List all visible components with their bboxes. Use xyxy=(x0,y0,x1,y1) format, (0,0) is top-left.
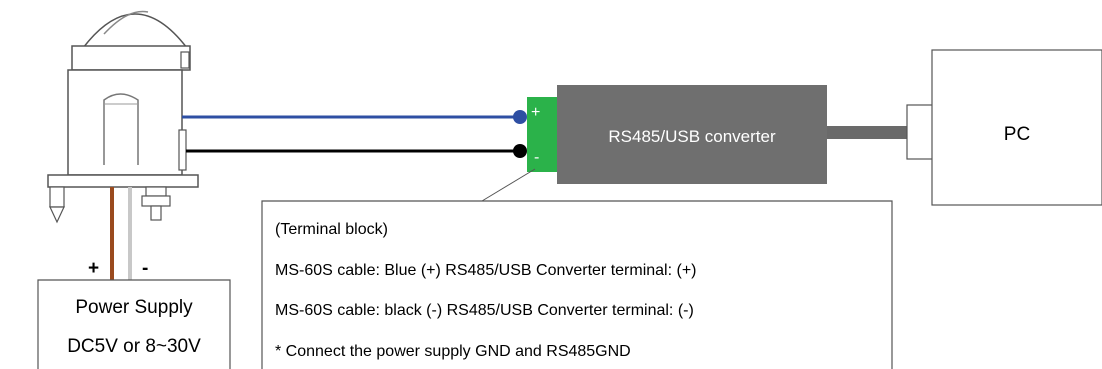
callout-line xyxy=(481,168,536,202)
sensor-device xyxy=(47,10,199,224)
blue-wire-terminal xyxy=(513,110,527,124)
power-plus-label: + xyxy=(88,258,99,279)
terminal-block xyxy=(527,97,557,172)
usb-cable xyxy=(827,126,909,139)
notes-line-1: MS-60S cable: Blue (+) RS485/USB Convert… xyxy=(275,262,697,279)
power-supply-box xyxy=(37,279,231,369)
notes-title: (Terminal block) xyxy=(275,221,388,238)
pc-box xyxy=(931,49,1102,206)
power-minus-label: - xyxy=(142,258,148,279)
power-supply-title: Power Supply xyxy=(75,297,193,318)
pc-label: PC xyxy=(1004,124,1030,145)
black-wire-terminal xyxy=(513,144,527,158)
converter-label: RS485/USB converter xyxy=(608,127,776,146)
notes-box: (Terminal block) MS-60S cable: Blue (+) … xyxy=(261,200,893,369)
power-supply-voltage: DC5V or 8~30V xyxy=(67,336,201,357)
terminal-minus-label: - xyxy=(534,149,539,166)
notes-line-2: MS-60S cable: black (-) RS485/USB Conver… xyxy=(275,302,694,319)
terminal-plus-label: + xyxy=(531,104,540,121)
notes-line-3: * Connect the power supply GND and RS485… xyxy=(275,343,631,360)
usb-connector xyxy=(906,104,934,160)
rs485-usb-converter xyxy=(557,85,827,184)
